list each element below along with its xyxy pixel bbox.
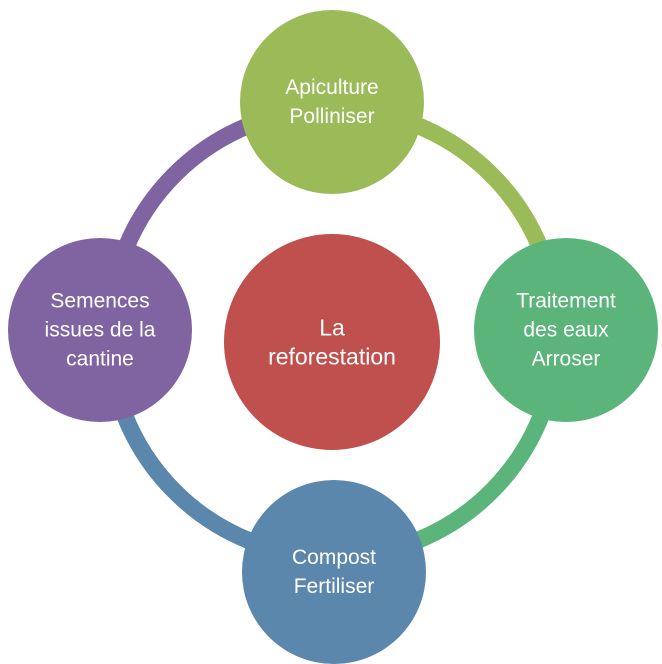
label-line: La	[319, 315, 345, 341]
label-line: des eaux	[523, 319, 609, 342]
label-line: cantine	[66, 348, 134, 371]
label-line: Semences	[50, 290, 149, 313]
label-line: issues de la	[45, 319, 156, 342]
label-line: Polliniser	[289, 105, 374, 128]
node-left-circle	[8, 238, 192, 422]
node-right-circle	[474, 238, 658, 422]
label-line: Traitement	[516, 290, 616, 313]
center-circle	[224, 234, 440, 450]
node-left: Semences issues de la cantine	[8, 238, 192, 422]
node-left-label: Semences issues de la cantine	[45, 290, 156, 371]
center-label: La reforestation	[268, 315, 396, 370]
node-bottom-circle	[242, 480, 426, 664]
center-node: La reforestation	[224, 234, 440, 450]
label-line: Apiculture	[285, 76, 378, 99]
label-line: Compost	[292, 546, 376, 569]
node-top-circle	[240, 10, 424, 194]
label-line: reforestation	[268, 344, 396, 370]
label-line: Arroser	[532, 348, 601, 371]
label-line: Fertiliser	[294, 575, 375, 598]
